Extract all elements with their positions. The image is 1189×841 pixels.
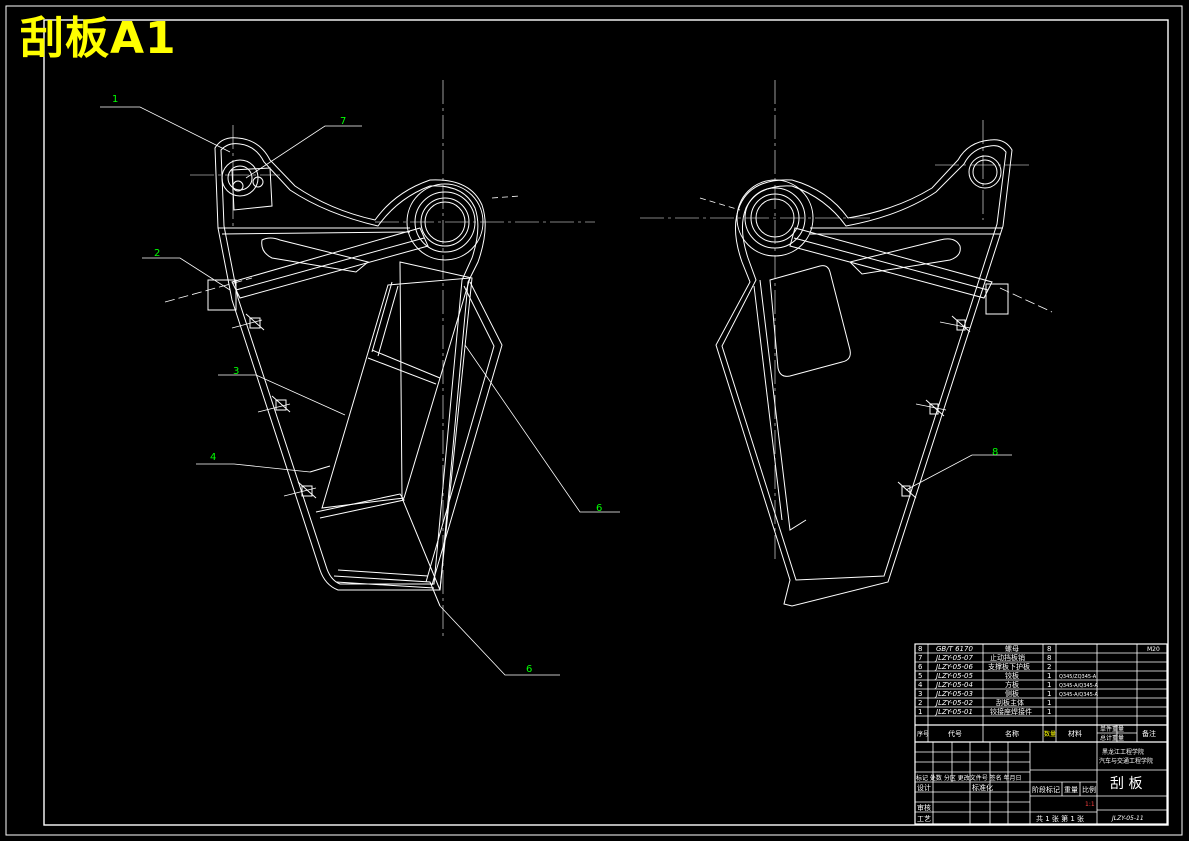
right-view <box>715 139 1013 607</box>
sheet-title: 刮板A1 <box>20 13 177 64</box>
bom-remark: M20 <box>1147 646 1160 653</box>
bom-header-material: 材料 <box>1068 729 1082 738</box>
bom-no: 8 <box>918 645 922 653</box>
bom-qty: 1 <box>1047 708 1051 716</box>
bom-no: 1 <box>918 708 922 716</box>
bom-header-remark: 备注 <box>1142 729 1156 738</box>
bom-no: 3 <box>918 690 922 698</box>
left-view <box>207 137 503 607</box>
balloon-1: 1 <box>112 94 118 105</box>
sheet-info: 共 1 张 第 1 张 <box>1036 814 1084 823</box>
balloon-2: 2 <box>154 248 160 259</box>
bom-name: 止动挡板销 <box>990 653 1025 662</box>
bom-name: 支撑板下护板 <box>988 662 1030 671</box>
label-scale: 比例 <box>1082 785 1096 794</box>
bom-material: Q345-A/Q345-A <box>1059 683 1098 689</box>
balloon-7: 7 <box>340 116 346 127</box>
bom-header-name: 名称 <box>1005 729 1019 738</box>
label-review: 审核 <box>917 803 931 812</box>
bom-code: JLZY-05-01 <box>934 708 973 716</box>
label-design: 设计 <box>917 783 931 792</box>
bom-qty: 2 <box>1047 663 1051 671</box>
title-block-frame <box>914 643 1168 825</box>
bom-qty: 8 <box>1047 645 1051 653</box>
scale-value: 1:1 <box>1085 801 1095 808</box>
company-line-2: 汽车与交通工程学院 <box>1099 757 1153 765</box>
bom-material: Q345/ZQ345-A <box>1059 674 1097 680</box>
bom-code: JLZY-05-03 <box>934 690 973 698</box>
bom-header-total-weight: 总计重量 <box>1100 734 1124 742</box>
bom-qty: 1 <box>1047 699 1051 707</box>
leader-lines <box>100 106 1053 676</box>
bom-no: 7 <box>918 654 922 662</box>
balloon-6a: 6 <box>596 503 602 514</box>
bom-qty: 1 <box>1047 690 1051 698</box>
bom-name: 方板 <box>1005 680 1019 689</box>
bom-code: JLZY-05-04 <box>934 681 973 689</box>
bom-no: 5 <box>918 672 922 680</box>
bom-header-seq: 序号 <box>917 730 929 738</box>
bom-header-code: 代号 <box>948 729 962 738</box>
part-name: 刮 板 <box>1110 776 1142 792</box>
bom-name: 刮板主体 <box>996 698 1024 707</box>
balloon-labels: 1 7 2 3 4 6 6 8 <box>112 94 998 675</box>
balloon-4: 4 <box>210 452 216 463</box>
bom-name: 铰接座焊接件 <box>990 707 1032 716</box>
label-process: 工艺 <box>917 815 931 823</box>
bom-header-unit-weight: 单件重量 <box>1100 725 1124 733</box>
bom-material: Q345-A/Q345-A <box>1059 692 1098 698</box>
balloon-8: 8 <box>992 447 998 458</box>
balloon-3: 3 <box>233 366 239 377</box>
label-standardize: 标准化 <box>972 783 993 792</box>
bom-name: 螺母 <box>1005 644 1019 653</box>
bom-qty: 8 <box>1047 654 1051 662</box>
title-block: 标记 处数 分区 更改文件号 签名 年月日 设计 标准化 审核 工艺 阶段标记 … <box>916 748 1153 823</box>
label-stage-mark: 阶段标记 <box>1032 785 1060 794</box>
company-line-1: 黑龙江工程学院 <box>1102 748 1144 756</box>
bom-no: 6 <box>918 663 923 671</box>
bom-header-qty: 数量 <box>1044 730 1056 738</box>
mark-row: 标记 处数 分区 更改文件号 签名 年月日 <box>916 774 1022 782</box>
bom-code: JLZY-05-07 <box>934 654 973 662</box>
bom-code: GB/T 6170 <box>936 645 973 653</box>
bom-name: 侧板 <box>1005 689 1019 698</box>
bom-code: JLZY-05-02 <box>934 699 973 707</box>
inner-border <box>43 19 1169 826</box>
bom-qty: 1 <box>1047 681 1051 689</box>
centerlines <box>190 80 1030 640</box>
balloon-6b: 6 <box>526 664 532 675</box>
bom-name: 铰板 <box>1005 671 1019 680</box>
bom-no: 4 <box>918 681 923 689</box>
bom-table: 8 GB/T 6170 螺母 8 M20 7 JLZY-05-07 止动挡板销 … <box>917 644 1160 742</box>
bom-code: JLZY-05-06 <box>934 663 973 671</box>
drawing-number: JLZY-05-11 <box>1111 815 1144 822</box>
bom-no: 2 <box>918 699 922 707</box>
label-weight: 重量 <box>1064 786 1078 794</box>
bom-qty: 1 <box>1047 672 1051 680</box>
outer-border <box>5 5 1183 836</box>
bom-code: JLZY-05-05 <box>934 672 973 680</box>
